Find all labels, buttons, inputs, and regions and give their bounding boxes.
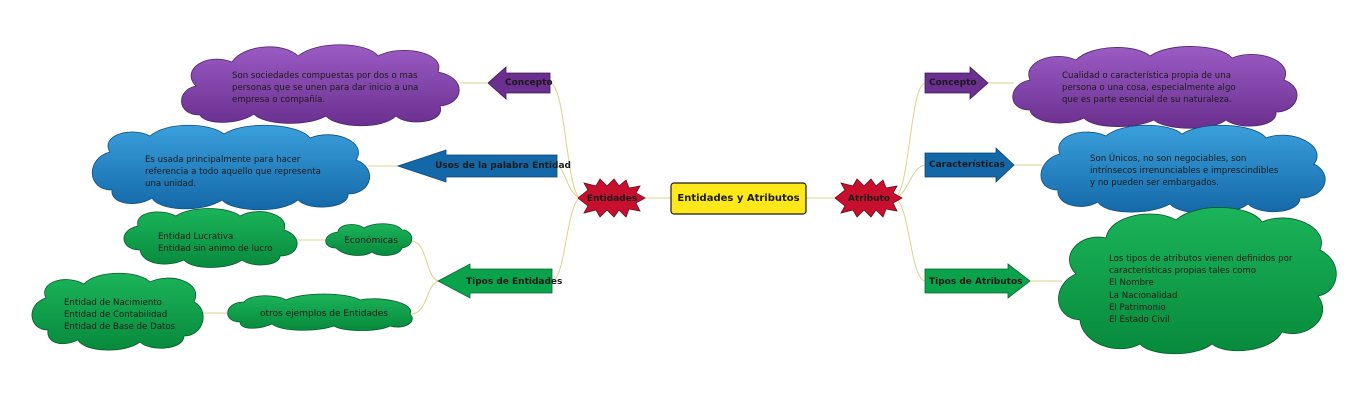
node-tipos-entidades[interactable] — [437, 263, 553, 299]
cloud-usos — [91, 124, 371, 211]
cloud-concepto-entidades — [181, 44, 460, 127]
cloud-tipos-atributos — [1058, 207, 1337, 355]
node-concepto-atributo[interactable] — [924, 66, 989, 100]
connector-tipos-economicas — [411, 240, 439, 282]
connector-atributo-tipos — [894, 197, 926, 282]
connector-entidades-tipos — [551, 197, 581, 282]
cloud-otros — [31, 272, 204, 351]
cloud-caracteristicas — [1040, 124, 1326, 215]
node-concepto-entidades[interactable] — [487, 66, 551, 100]
node-atributo[interactable] — [834, 178, 903, 218]
node-caracteristicas[interactable] — [924, 147, 1015, 183]
node-tipos-atributos[interactable] — [924, 263, 1031, 299]
connector-atributo-concepto — [894, 82, 926, 199]
connector-entidades-usos — [556, 165, 581, 199]
cloud-concepto-atributo — [1012, 46, 1298, 129]
cloud-economicas — [123, 208, 298, 268]
connector-tipos-otros — [411, 280, 439, 315]
node-central[interactable] — [670, 182, 807, 215]
node-entidades[interactable] — [577, 178, 646, 218]
cloud-otros-label — [227, 293, 413, 331]
cloud-economicas-label — [325, 223, 413, 256]
connector-entidades-concepto — [549, 82, 581, 199]
node-usos[interactable] — [396, 149, 558, 183]
